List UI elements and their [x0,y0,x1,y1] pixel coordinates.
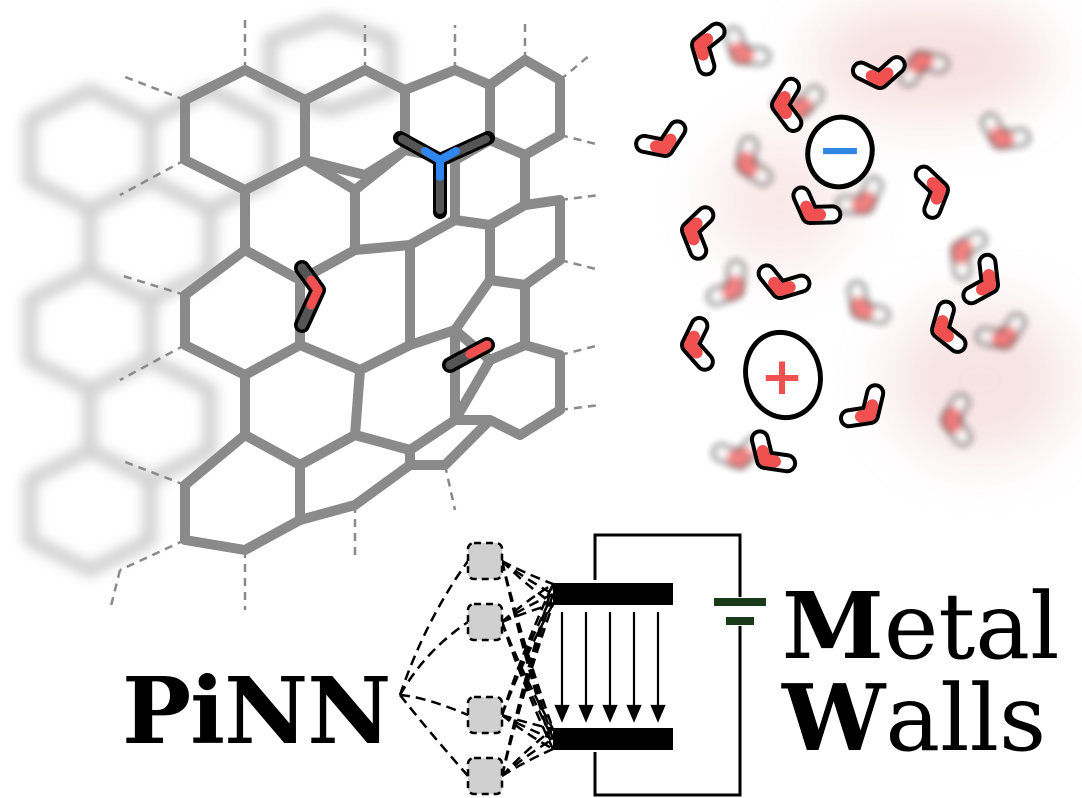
lattice-dangling-bonds [108,20,601,611]
network-connections [398,559,555,778]
hex-ring [351,145,460,255]
pinn-label: PiNN [122,657,391,765]
hex-ring [240,369,365,470]
water-molecule [913,164,950,220]
water-molecule [680,315,715,372]
walls-rest: alls [885,665,1047,772]
carbonyl-group [442,337,495,373]
hex-ring [297,430,415,525]
water-molecules-background [706,26,1031,470]
water-molecule [791,185,843,225]
water-molecule [980,112,1031,150]
network-node [466,756,504,796]
water-molecule [690,21,727,77]
field-arrows [554,612,666,723]
hex-ring [450,340,565,440]
water-molecule [711,435,765,470]
water-molecule [735,135,773,187]
electrode-top [553,583,673,605]
metal-initial: M [782,572,884,680]
hex-ring [302,65,410,180]
cation: + [743,329,823,421]
water-molecule [961,252,1000,306]
water-molecule [756,263,812,300]
water-molecule [835,176,883,215]
water-molecule [975,312,1027,350]
water-molecule [770,76,804,133]
water-molecule [940,393,973,447]
water-molecule [950,230,988,281]
graphene-sheet-back [23,13,397,577]
water-molecule [634,119,688,158]
water-molecule [930,299,968,354]
hex-ring [298,245,415,375]
hex-ring [180,65,310,195]
metal-walls-line2: Walls [782,672,1046,765]
water-molecule [847,280,891,325]
cation-sign: + [760,347,804,407]
network-node [466,695,504,735]
graphene-sheet [180,55,565,555]
hydroxyl-group [294,260,326,333]
water-molecule [898,50,950,88]
hex-ring [240,155,360,285]
walls-initial: W [782,664,886,772]
amine-group [393,131,495,219]
water-molecule [723,26,771,66]
water-molecule [706,259,746,307]
anion: − [805,114,875,190]
network-node [466,602,504,642]
water-molecule [680,205,716,261]
electrode-bottom [553,728,673,750]
water-molecule [850,55,907,90]
circuit-wire [593,533,742,797]
metal-walls-line1: Metal [782,580,1060,673]
network-node [466,541,504,581]
hex-ring [485,195,565,290]
battery-icon [714,598,766,625]
water-molecule [838,383,886,429]
anion-sign: − [817,118,862,181]
network-nodes [466,541,504,796]
water-molecule [749,429,798,474]
water-molecules [634,21,1000,474]
metal-rest: etal [883,573,1060,680]
